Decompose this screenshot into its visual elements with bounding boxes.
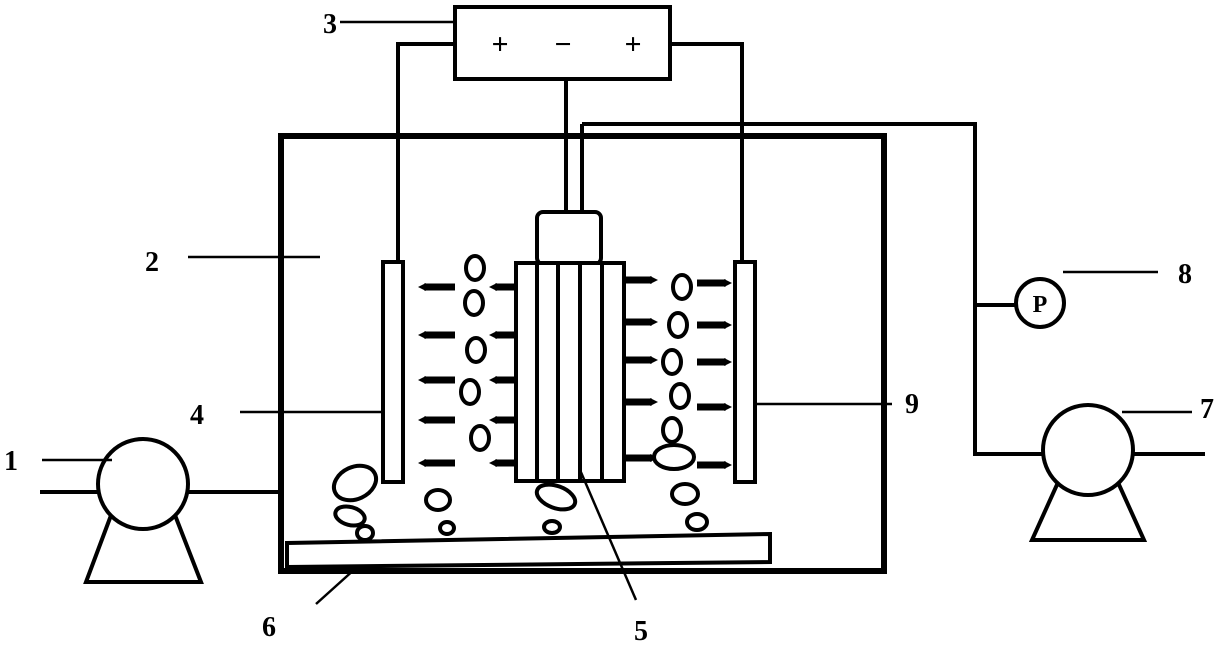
label-5: 5: [634, 616, 648, 647]
label-9: 9: [905, 389, 919, 420]
power-supply-negative: −: [554, 28, 571, 61]
right-electrode: [733, 260, 757, 484]
label-2: 2: [145, 247, 159, 278]
label-8: 8: [1178, 259, 1192, 290]
power-wires: [396, 42, 744, 262]
flux-arrows-left: [418, 283, 516, 467]
suction-pump: [1028, 403, 1205, 542]
left-electrode: [381, 260, 405, 484]
part-labels: 3 2 4 1 5 6 9 8 7: [4, 9, 1214, 647]
label-7: 7: [1200, 394, 1214, 425]
flux-arrows-right: [626, 276, 732, 469]
power-supply: + − +: [453, 5, 672, 81]
pressure-gauge: P: [1014, 277, 1066, 329]
membrane-module: [514, 210, 626, 483]
power-supply-positive-left: +: [491, 28, 508, 61]
leader-lines: [42, 20, 1192, 605]
label-1: 1: [4, 446, 18, 477]
power-supply-positive-right: +: [624, 28, 641, 61]
label-4: 4: [190, 400, 204, 431]
label-3: 3: [323, 9, 337, 40]
feed-pump: [40, 437, 281, 584]
suction-pipe: [582, 122, 1044, 456]
label-6: 6: [262, 612, 276, 643]
reactor-tank: [278, 133, 887, 574]
bubbles: [331, 254, 709, 542]
gauge-symbol: P: [1033, 292, 1048, 318]
